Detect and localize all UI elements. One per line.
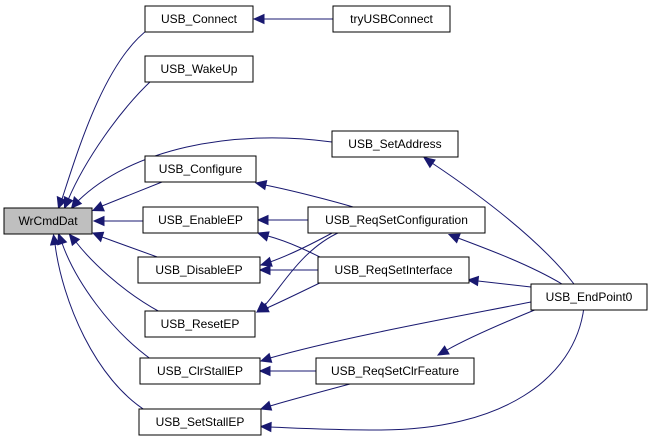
edge-usb-reqsetinterface-to-usb-resetep <box>266 279 327 309</box>
node-box <box>144 5 254 33</box>
node-box <box>331 130 459 158</box>
edge-usb-wakeup-to-wrcmddat <box>67 79 153 201</box>
arrowhead <box>256 302 270 313</box>
arrowhead <box>258 264 271 276</box>
node-box <box>144 55 254 83</box>
node-label: USB_Connect <box>161 12 238 26</box>
node-usb-endpoint0[interactable]: USB_EndPoint0 <box>530 283 648 311</box>
arrowhead <box>422 156 436 169</box>
arrowhead <box>258 365 271 377</box>
edge-usb-setaddress-to-wrcmddat <box>77 137 333 202</box>
node-box <box>139 357 261 385</box>
arrowhead <box>56 195 67 210</box>
node-label: USB_ReqSetConfiguration <box>325 213 468 227</box>
node-box <box>530 283 648 311</box>
node-label: USB_ReqSetInterface <box>334 263 452 277</box>
node-label: USB_SetAddress <box>348 137 441 151</box>
arrowhead <box>259 352 273 363</box>
node-usb-reqsetinterface[interactable]: USB_ReqSetInterface <box>317 256 470 284</box>
node-usb-wakeup[interactable]: USB_WakeUp <box>144 55 254 83</box>
node-label: USB_WakeUp <box>161 62 238 76</box>
node-usb-enableep[interactable]: USB_EnableEP <box>142 206 259 234</box>
arrowhead <box>259 400 273 411</box>
node-label: USB_ClrStallEP <box>157 364 243 378</box>
edge-usb-endpoint0-to-usb-reqsetconfiguration <box>457 237 563 285</box>
edge-usb-endpoint0-to-usb-reqsetclrfeature <box>446 306 543 351</box>
node-usb-setaddress[interactable]: USB_SetAddress <box>331 130 459 158</box>
node-usb-disableep[interactable]: USB_DisableEP <box>137 256 261 284</box>
node-wrcmddat[interactable]: WrCmdDat <box>3 207 93 235</box>
arrowhead <box>57 232 68 246</box>
arrowhead <box>447 233 461 244</box>
node-tryusbconnect[interactable]: tryUSBConnect <box>332 5 451 33</box>
node-label: tryUSBConnect <box>350 12 433 26</box>
node-usb-reqsetconfiguration[interactable]: USB_ReqSetConfiguration <box>307 206 486 234</box>
node-box <box>144 155 257 183</box>
node-label: USB_EnableEP <box>158 213 243 227</box>
node-box <box>138 408 262 436</box>
node-box <box>142 206 259 234</box>
arrowhead <box>92 215 105 227</box>
arrowhead <box>91 231 105 243</box>
node-box <box>317 256 470 284</box>
node-box <box>315 357 475 385</box>
node-box <box>307 206 486 234</box>
edge-usb-setstallep-to-wrcmddat <box>54 243 149 413</box>
node-label: USB_ReqSetClrFeature <box>331 364 459 378</box>
arrowhead <box>256 214 269 226</box>
node-label: USB_EndPoint0 <box>546 290 633 304</box>
node-label: USB_DisableEP <box>155 263 242 277</box>
node-usb-reqsetclrfeature[interactable]: USB_ReqSetClrFeature <box>315 357 475 385</box>
arrowhead <box>70 196 83 209</box>
arrowhead <box>436 345 450 356</box>
edge-usb-resetep-to-wrcmddat <box>75 241 161 313</box>
edge-usb-endpoint0-to-usb-setstallep <box>269 306 585 431</box>
node-label: USB_Configure <box>159 162 243 176</box>
node-box <box>3 207 93 235</box>
edge-usb-connect-to-wrcmddat <box>61 27 151 200</box>
arrowhead <box>254 179 268 191</box>
arrowhead <box>49 233 61 246</box>
node-usb-clrstallep[interactable]: USB_ClrStallEP <box>139 357 261 385</box>
node-usb-resetep[interactable]: USB_ResetEP <box>144 310 256 338</box>
node-box <box>144 310 256 338</box>
node-label: WrCmdDat <box>18 214 78 228</box>
arrowhead <box>259 421 272 433</box>
edge-usb-disableep-to-wrcmddat <box>101 236 161 259</box>
node-label: USB_ResetEP <box>161 317 240 331</box>
edge-usb-clrstallep-to-wrcmddat <box>61 242 153 361</box>
edge-usb-reqsetconfiguration-to-usb-disableep <box>269 231 335 263</box>
node-box <box>332 5 451 33</box>
edge-usb-endpoint0-to-usb-clrstallep <box>269 301 532 359</box>
arrowhead <box>256 231 270 242</box>
edge-usb-configure-to-wrcmddat <box>101 181 163 207</box>
node-box <box>137 256 261 284</box>
node-label: USB_SetStallEP <box>156 415 245 429</box>
edge-usb-endpoint0-to-usb-reqsetinterface <box>477 280 532 288</box>
arrowhead <box>252 13 265 25</box>
edge-usb-reqsetclrfeature-to-usb-setstallep <box>269 383 351 407</box>
arrowhead <box>259 256 273 267</box>
arrowhead <box>91 201 105 212</box>
node-usb-setstallep[interactable]: USB_SetStallEP <box>138 408 262 436</box>
arrowhead <box>466 275 480 287</box>
edge-usb-endpoint0-to-usb-setaddress <box>431 162 575 285</box>
edge-usb-reqsetconfiguration-to-usb-configure <box>264 184 361 210</box>
node-usb-configure[interactable]: USB_Configure <box>144 155 257 183</box>
arrowhead <box>63 195 74 210</box>
arrowhead <box>68 233 81 247</box>
node-usb-connect[interactable]: USB_Connect <box>144 5 254 33</box>
